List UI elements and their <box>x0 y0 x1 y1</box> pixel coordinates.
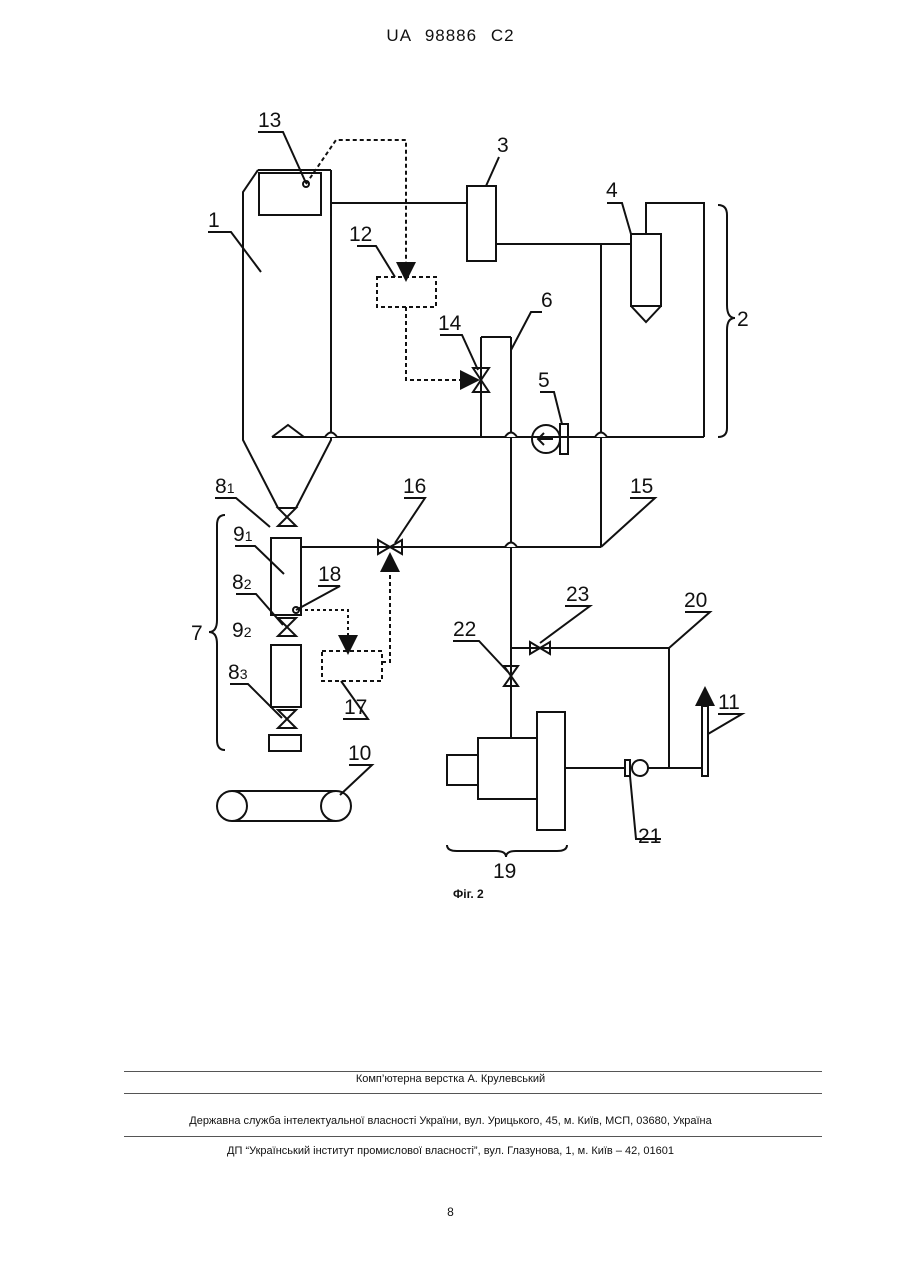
footer-rule <box>124 1136 822 1137</box>
control-line-17-16 <box>382 562 390 662</box>
conveyor-10 <box>217 791 351 821</box>
label-22: 22 <box>453 618 476 641</box>
label-18: 18 <box>318 563 341 586</box>
label-16: 16 <box>403 475 426 498</box>
label-20: 20 <box>684 589 707 612</box>
crossing-hop <box>505 543 517 548</box>
footer-typesetting: Комп’ютерна верстка А. Крулевський <box>0 1073 901 1085</box>
label-23: 23 <box>566 583 589 606</box>
label-5: 5 <box>538 369 550 392</box>
label-9-2: 92 <box>232 619 252 642</box>
controller-12 <box>377 277 436 307</box>
label-3: 3 <box>497 134 509 157</box>
blower-21 <box>625 760 648 776</box>
label-12: 12 <box>349 223 372 246</box>
label-14: 14 <box>438 312 462 335</box>
crossing-hop <box>325 433 337 438</box>
label-10: 10 <box>348 742 371 765</box>
label-1: 1 <box>208 209 220 232</box>
label-8-3: 83 <box>228 661 248 684</box>
controller-17 <box>322 651 382 681</box>
label-2: 2 <box>737 308 749 331</box>
label-19: 19 <box>493 860 516 883</box>
cyclone-4 <box>631 203 704 437</box>
footer-institute: ДП “Український інститут промислової вла… <box>0 1145 901 1157</box>
engine-19 <box>447 712 565 830</box>
brace-7 <box>209 515 225 750</box>
label-21: 21 <box>638 825 661 848</box>
label-13: 13 <box>258 109 281 132</box>
control-line-18-17 <box>299 610 348 645</box>
label-4: 4 <box>606 179 618 202</box>
distributor-cone <box>272 425 304 437</box>
crossing-hop <box>505 433 517 438</box>
crossing-hop <box>595 433 607 438</box>
label-8-2: 82 <box>232 571 252 594</box>
label-17: 17 <box>344 696 367 719</box>
label-6: 6 <box>541 289 553 312</box>
brace-2 <box>718 205 735 437</box>
page-number: 8 <box>0 1205 901 1219</box>
fan-5 <box>532 424 568 454</box>
unit-3 <box>467 186 496 261</box>
footer-rule <box>124 1071 822 1072</box>
label-9-1: 91 <box>233 523 253 546</box>
footer-rule <box>124 1093 822 1094</box>
label-11: 11 <box>718 691 740 714</box>
brace-19 <box>447 845 567 857</box>
stack-11 <box>702 706 708 776</box>
figure-caption: Фіг. 2 <box>453 887 484 901</box>
label-8-1: 81 <box>215 475 235 498</box>
footer-agency: Державна служба інтелектуальної власност… <box>0 1115 901 1127</box>
label-15: 15 <box>630 475 653 498</box>
lock-hopper-7 <box>269 508 301 751</box>
label-7: 7 <box>191 622 203 645</box>
sensor-block-13 <box>259 173 321 215</box>
dryer-tower-1 <box>243 170 331 508</box>
